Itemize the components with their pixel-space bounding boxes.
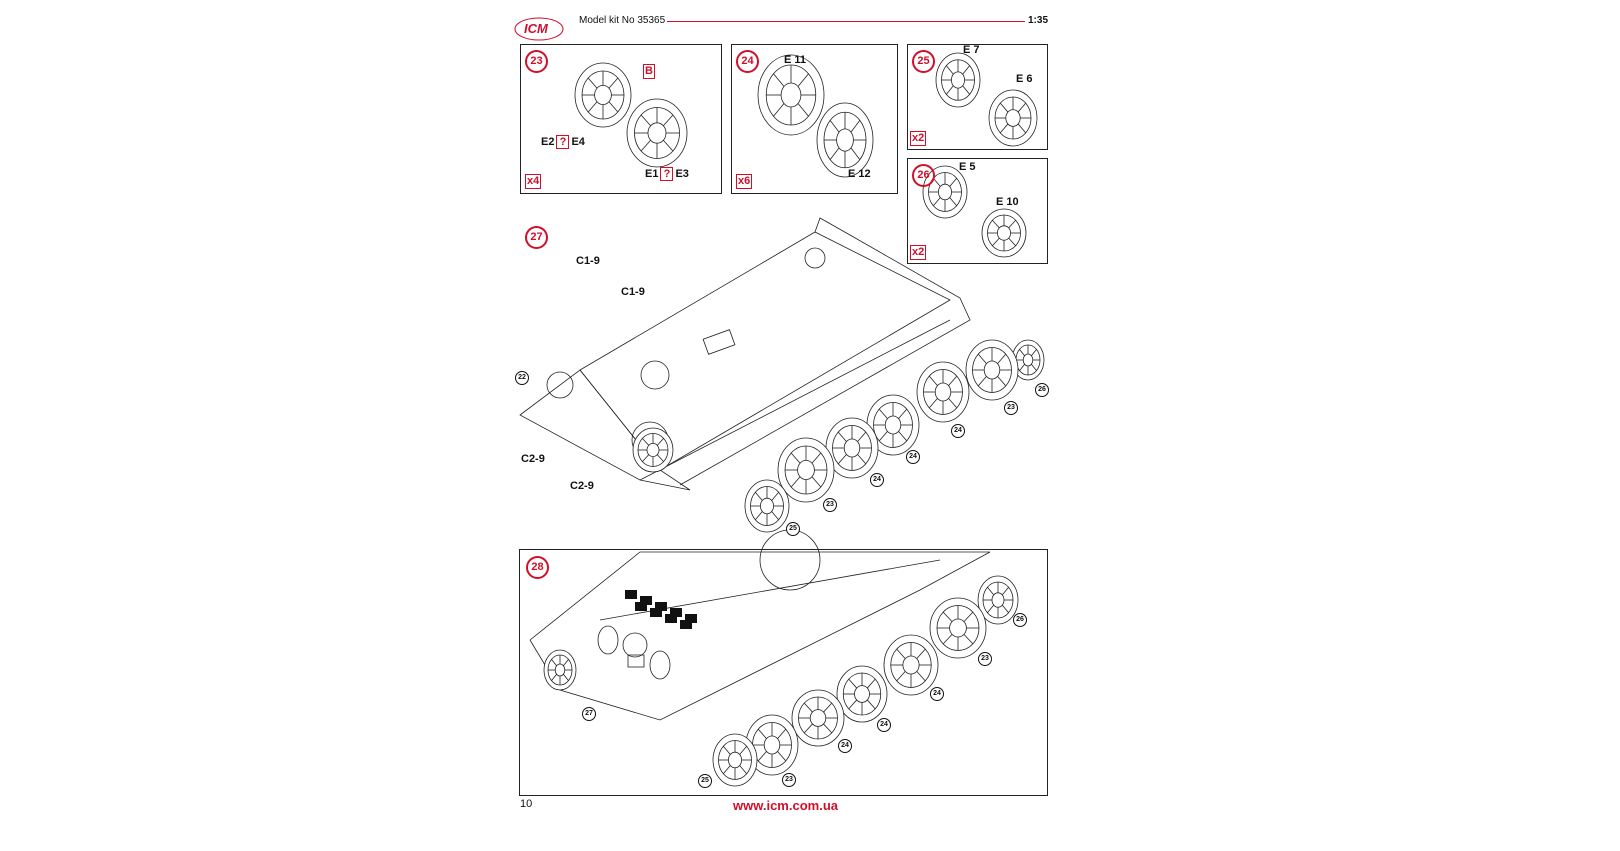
step-ref: 24 bbox=[877, 718, 891, 732]
step-ref: 26 bbox=[1035, 383, 1049, 397]
step-27-number: 27 bbox=[525, 226, 548, 249]
wheel-drawing bbox=[836, 665, 888, 723]
step-number: 24 bbox=[736, 50, 759, 73]
wheel-drawing bbox=[922, 165, 968, 219]
wheel-drawing bbox=[916, 361, 970, 423]
step-25-panel: 25 x2 E 7 E 6 bbox=[907, 44, 1048, 150]
page-number: 10 bbox=[520, 798, 533, 810]
wheel-drawing bbox=[632, 427, 674, 473]
multiplier-badge: x2 bbox=[910, 245, 927, 260]
wheel-drawing bbox=[757, 54, 825, 136]
wheel-drawing bbox=[866, 394, 920, 456]
wheel-drawing bbox=[744, 479, 790, 533]
wheel-drawing bbox=[816, 102, 874, 178]
wheel-drawing bbox=[626, 98, 688, 168]
icm-logo: ICM bbox=[514, 17, 564, 41]
step-number: 25 bbox=[912, 50, 935, 73]
part-label: E 6 bbox=[1016, 73, 1033, 85]
step-ref: 24 bbox=[906, 450, 920, 464]
header-rule bbox=[667, 21, 1025, 22]
scale-label: 1:35 bbox=[1028, 15, 1049, 26]
step-ref: 25 bbox=[698, 774, 712, 788]
step-ref: 22 bbox=[515, 371, 529, 385]
wheel-drawing bbox=[981, 208, 1027, 258]
step-number: 23 bbox=[525, 50, 548, 73]
part-label: C2-9 bbox=[570, 480, 594, 492]
wheel-drawing bbox=[929, 597, 987, 659]
part-label: E 7 bbox=[963, 44, 980, 56]
multiplier-badge: x6 bbox=[736, 174, 753, 189]
step-ref: 23 bbox=[782, 773, 796, 787]
part-label-e2-e4: E2?E4 bbox=[541, 135, 585, 149]
part-label: E 11 bbox=[784, 54, 807, 66]
step-23-panel: 23 x4 B E2?E4 E1?E3 bbox=[520, 44, 722, 194]
step-number: 26 bbox=[912, 164, 935, 187]
wheel-drawing bbox=[791, 689, 845, 747]
wheel-drawing bbox=[977, 575, 1019, 625]
part-label: E 12 bbox=[848, 168, 871, 180]
step-24-panel: 24 x6 E 11 E 12 bbox=[731, 44, 898, 194]
step-28-panel: 28 bbox=[519, 549, 1048, 796]
wheel-drawing bbox=[825, 417, 879, 479]
wheel-drawing bbox=[988, 89, 1038, 147]
road-wheels bbox=[543, 52, 1045, 787]
wheel-drawing bbox=[883, 634, 939, 696]
svg-text:ICM: ICM bbox=[524, 21, 549, 36]
part-label: C2-9 bbox=[521, 453, 545, 465]
step-ref: 24 bbox=[930, 687, 944, 701]
step-26-panel: 26 x2 E 5 E 10 bbox=[907, 158, 1048, 264]
wheel-drawing bbox=[745, 714, 799, 776]
model-kit-title: Model kit No 35365 bbox=[579, 15, 666, 26]
step-ref: 24 bbox=[838, 739, 852, 753]
step-ref: 24 bbox=[951, 424, 965, 438]
step-ref: 24 bbox=[870, 473, 884, 487]
wheel-drawing bbox=[574, 62, 632, 128]
part-label: E 10 bbox=[996, 196, 1019, 208]
engine-deck-grilles bbox=[625, 590, 697, 629]
step-ref: 23 bbox=[823, 498, 837, 512]
multiplier-badge: x4 bbox=[525, 174, 542, 189]
part-label: C1-9 bbox=[576, 255, 600, 267]
step-ref: 23 bbox=[1004, 401, 1018, 415]
part-label-b: B bbox=[643, 64, 655, 79]
part-label: E 5 bbox=[959, 161, 976, 173]
step-number: 28 bbox=[526, 556, 549, 579]
website-link[interactable]: www.icm.com.ua bbox=[733, 798, 838, 813]
step-ref: 23 bbox=[978, 652, 992, 666]
step-ref: 25 bbox=[786, 522, 800, 536]
part-label: C1-9 bbox=[621, 286, 645, 298]
wheel-drawing bbox=[1011, 339, 1045, 381]
part-label-e1-e3: E1?E3 bbox=[645, 167, 689, 181]
wheel-drawing bbox=[935, 52, 981, 108]
multiplier-badge: x2 bbox=[910, 131, 927, 146]
wheel-drawing bbox=[543, 649, 577, 691]
step-ref: 27 bbox=[582, 707, 596, 721]
wheel-drawing bbox=[777, 437, 835, 503]
step-ref: 26 bbox=[1013, 613, 1027, 627]
wheel-drawing bbox=[712, 733, 758, 787]
wheel-drawing bbox=[965, 339, 1019, 401]
